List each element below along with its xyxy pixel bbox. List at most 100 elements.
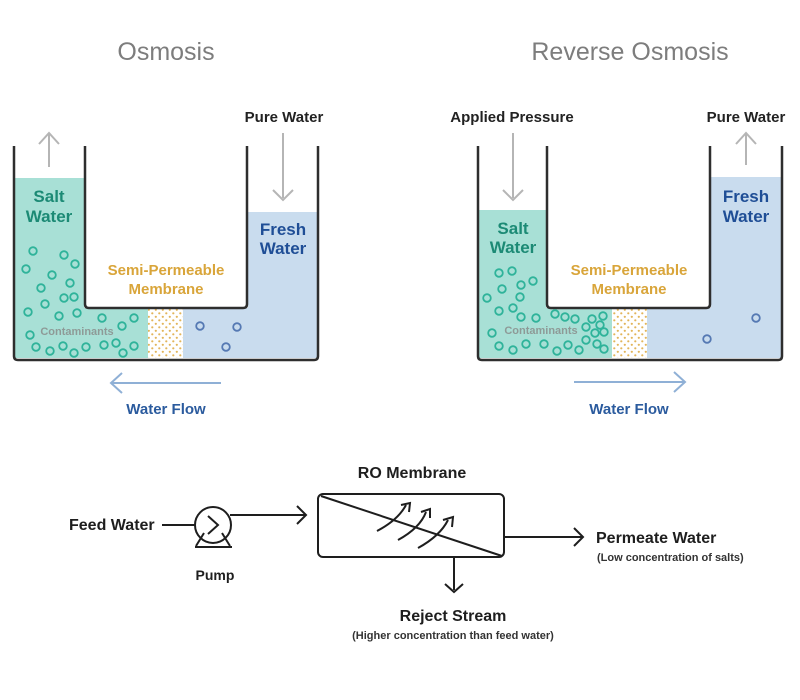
fresh-particles [702,313,761,344]
particle [595,320,605,330]
particle [72,308,82,318]
contaminants-label: Contaminants [504,325,577,337]
particle [59,293,69,303]
particle [590,328,600,338]
particle [129,341,139,351]
particle [69,348,79,358]
membrane [612,308,647,358]
particle [598,311,608,321]
particle [560,312,570,322]
fresh-water-fill [183,212,317,358]
reverse-osmosis-title: Reverse Osmosis [531,38,728,66]
particle [54,311,64,321]
salt-water-label-2: Water [26,207,73,226]
water-flow-left-arrow-icon [109,372,221,394]
salt-water-label-2: Water [490,238,537,257]
particle [494,306,504,316]
pump-label: Pump [196,567,235,583]
particle [702,334,712,344]
particle [221,342,231,352]
particle [494,341,504,351]
fresh-water-label-2: Water [260,239,307,258]
particle [97,313,107,323]
particle [581,335,591,345]
membrane-label-1: Semi-Permeable [108,262,225,279]
particle [592,339,602,349]
particle [28,246,38,256]
particle [552,346,562,356]
particle [65,278,75,288]
particle [25,330,35,340]
salt-water-label-1: Salt [497,219,529,238]
particle [574,345,584,355]
reject-stream-label: Reject Stream [400,608,507,625]
particle [521,339,531,349]
salt-water-fill [15,178,148,358]
particle [508,345,518,355]
particle [563,340,573,350]
reverse-osmosis-panel: Reverse Osmosis Applied Pressure Pure Wa… [450,38,785,418]
u-tube-inner [83,146,249,310]
particle [528,276,538,286]
applied-pressure-label: Applied Pressure [450,109,573,126]
particle [69,292,79,302]
particle [482,293,492,303]
permeate-water-sublabel: (Low concentration of salts) [597,552,744,564]
particle [494,268,504,278]
membrane-label-2: Membrane [128,281,203,298]
particle [36,283,46,293]
particle [531,313,541,323]
particle [45,346,55,356]
particle [515,292,525,302]
water-flow-label: Water Flow [126,401,206,418]
particle [497,284,507,294]
particle [195,321,205,331]
osmosis-title: Osmosis [117,38,214,66]
u-tube-outline [12,146,320,362]
water-flow-label: Water Flow [589,401,669,418]
particle [581,322,591,332]
particle [751,313,761,323]
particle [507,266,517,276]
fresh-water-fill [647,177,781,358]
particle [117,321,127,331]
fresh-water-label-1: Fresh [260,220,306,239]
salt-water-label-1: Salt [33,187,65,206]
particle [58,341,68,351]
particle [118,348,128,358]
particle [31,342,41,352]
permeate-arrow [504,527,585,547]
reject-arrow [444,557,464,594]
particle [47,270,57,280]
particle [516,312,526,322]
u-tube-inner [545,146,712,310]
pure-water-label: Pure Water [245,109,324,126]
particle [487,328,497,338]
particle [550,309,560,319]
particle [516,280,526,290]
salt-particles [482,266,609,356]
particle [599,327,609,337]
fresh-water-label-1: Fresh [723,187,769,206]
particle [23,307,33,317]
particle [129,313,139,323]
particle [70,259,80,269]
membrane-label-2: Membrane [591,281,666,298]
particle [40,299,50,309]
water-flow-right-arrow-icon [574,371,687,393]
up-arrow-icon [735,131,757,165]
fresh-water-label-2: Water [723,207,770,226]
ro-membrane-icon [317,493,505,558]
membrane [148,308,183,358]
particle [232,322,242,332]
pump-to-membrane-arrow [230,505,308,525]
particle [81,342,91,352]
particle [21,264,31,274]
salt-particles [21,246,139,358]
membrane-label-1: Semi-Permeable [571,262,688,279]
reject-stream-sublabel: (Higher concentration than feed water) [352,630,554,642]
pressure-down-arrow-icon [502,133,524,202]
feed-water-label: Feed Water [69,517,155,534]
pure-water-label: Pure Water [707,109,786,126]
